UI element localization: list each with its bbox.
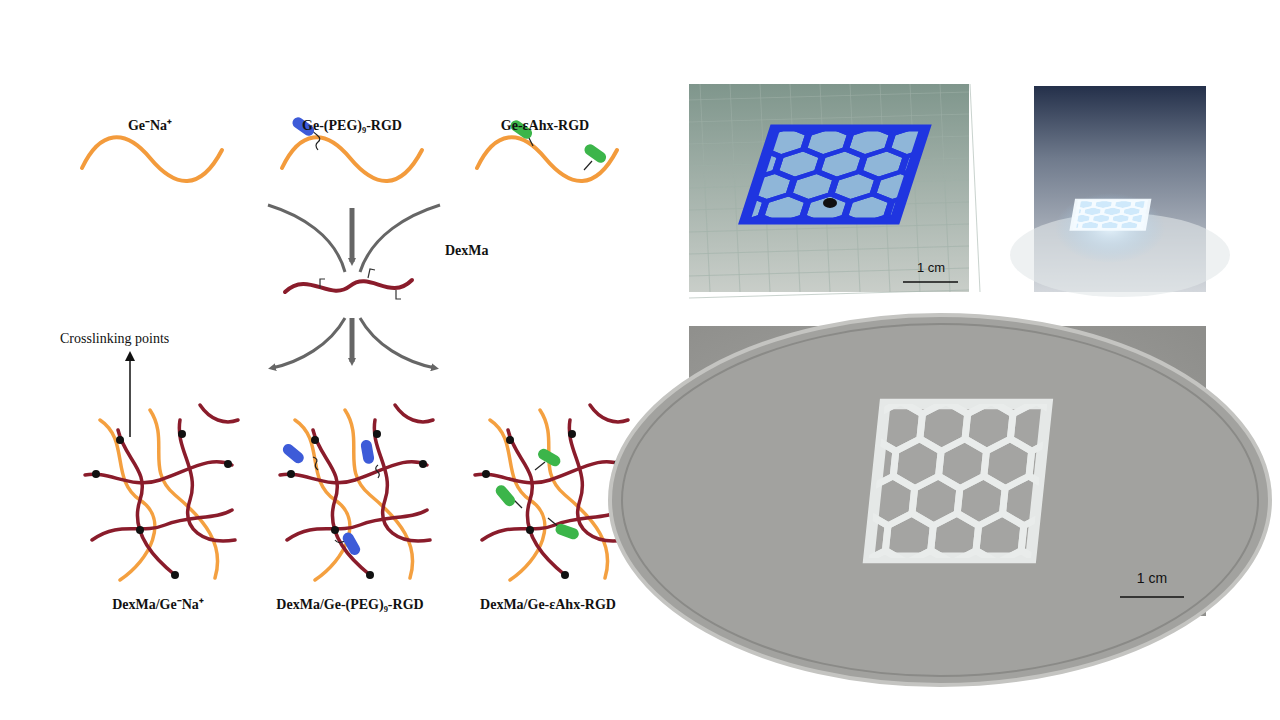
figure-part [100, 420, 155, 580]
figure-part [1049, 192, 1204, 237]
scale-label: 1 cm [917, 261, 945, 276]
figure-part [1147, 228, 1148, 229]
figure-part [730, 84, 740, 292]
figure-part [689, 84, 969, 292]
figure-part [536, 447, 562, 469]
figure-part [823, 198, 837, 208]
label-heading: Ge-(PEG)₉-RGD [302, 118, 402, 134]
figure-part [812, 364, 1176, 600]
figure-part [745, 128, 925, 221]
figure-part [745, 128, 925, 221]
figure-part [360, 318, 435, 368]
figure-part [1073, 200, 1148, 229]
figure-part [1039, 550, 1047, 557]
figure-part [970, 84, 980, 292]
cad-render [688, 84, 1049, 298]
figure-part [85, 462, 232, 483]
figure-part [1073, 200, 1148, 229]
hydrogel-network [85, 405, 238, 580]
figure-part [477, 137, 617, 181]
label-heading: DexMa/Ge⁻Na⁺ [112, 597, 204, 613]
gelatin-chains [82, 137, 617, 181]
figure-part [360, 205, 440, 272]
figure-part [869, 404, 1047, 558]
figure-part [1055, 193, 1165, 263]
rgd-ahx-in-network [493, 447, 580, 541]
figure-part [92, 430, 232, 579]
figure-part [493, 483, 517, 508]
figure-part [812, 364, 1176, 600]
label-heading: DexMa/Ge-εAhx-RGD [480, 597, 616, 613]
figure-part [313, 457, 318, 470]
figure-part [689, 114, 969, 122]
figure-part [689, 290, 969, 298]
figure-part [745, 128, 925, 221]
figure-part [82, 137, 222, 181]
figure-part [688, 104, 1049, 246]
figure-part [622, 324, 1258, 676]
figure-part [689, 84, 980, 298]
label-heading: DexMa [445, 243, 489, 259]
figure-part [136, 526, 144, 534]
figure-part [689, 246, 969, 254]
dexma-chain [285, 269, 412, 299]
figure-part [903, 281, 958, 283]
figure-part [285, 280, 412, 292]
figure-part [92, 510, 232, 540]
mixing-arrows [268, 205, 440, 368]
label-heading: DexMa/Ge-(PEG)₉-RGD [276, 597, 423, 613]
figure-part [116, 436, 124, 444]
figure-part [1046, 476, 1047, 526]
scale-label: 1 cm [1137, 570, 1167, 586]
figure-part [514, 500, 522, 508]
leader-arrow [129, 356, 131, 437]
hydrogel-network [475, 405, 628, 580]
hydrogel-network [280, 405, 433, 580]
figure-part [92, 470, 100, 478]
figure-part [282, 137, 422, 181]
figure-part [320, 279, 325, 288]
figure-part [582, 142, 608, 165]
figure-part [178, 430, 186, 438]
figure-part [898, 216, 925, 221]
figure-part [1120, 596, 1184, 598]
rgd-peg-in-network [281, 439, 380, 557]
scale-bars [903, 282, 1184, 597]
figure-part [700, 84, 710, 292]
figure-part [118, 430, 175, 575]
label-heading: Ge⁻Na⁺ [128, 118, 172, 134]
figure-part [688, 104, 1049, 246]
figure-part [396, 290, 401, 299]
figure-part [179, 420, 235, 541]
scaffold-photo-small [1010, 86, 1230, 297]
figure-part [200, 405, 238, 422]
figure-part [535, 462, 545, 470]
callout-label: Crosslinking points [60, 331, 169, 347]
figure-part [610, 315, 1270, 685]
figure-part [150, 410, 218, 578]
figure-part [100, 410, 218, 580]
figure-part [376, 465, 380, 478]
figure-part [350, 208, 355, 262]
figure-part [869, 404, 1047, 558]
figure-part [272, 318, 345, 368]
figure-part [224, 460, 232, 468]
figure-part [341, 531, 363, 557]
figure-part [350, 318, 355, 362]
figure-part [689, 224, 969, 232]
figure-part [554, 522, 580, 541]
figure-part [360, 439, 375, 465]
figure-part [268, 205, 345, 272]
figure-part [584, 161, 592, 170]
figure-part [1049, 192, 1204, 237]
scaffold-photo-large [610, 315, 1270, 685]
figure-part [281, 442, 306, 466]
figure-part [85, 405, 238, 575]
label-heading: Ge-εAhx-RGD [501, 118, 589, 134]
figure-part [368, 269, 375, 278]
figure-part [171, 571, 179, 579]
